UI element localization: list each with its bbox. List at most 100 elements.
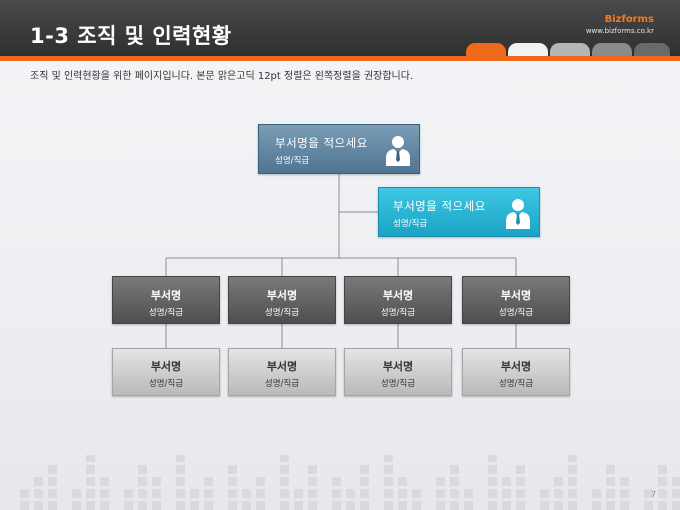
equalizer-block (488, 465, 497, 474)
header-tab-2 (508, 43, 548, 56)
member-node-sub: 성명/직급 (498, 379, 534, 389)
equalizer-block (516, 465, 525, 474)
equalizer-block (280, 489, 289, 498)
equalizer-block (86, 455, 95, 462)
equalizer-block (672, 489, 680, 498)
equalizer-block (176, 477, 185, 486)
equalizer-block (658, 477, 667, 486)
brand-name: Bizforms (604, 14, 654, 25)
member-node: 부서명 성명/직급 (228, 348, 336, 396)
equalizer-block (256, 501, 265, 510)
equalizer-block (450, 489, 459, 498)
equalizer-block (332, 501, 341, 510)
dept-node-name: 부서명 (500, 289, 532, 302)
equalizer-block (138, 477, 147, 486)
equalizer-block (280, 465, 289, 474)
dept-node: 부서명 성명/직급 (112, 276, 220, 324)
brand-logo: Bizforms www.bizforms.co.kr (586, 14, 654, 36)
equalizer-block (620, 477, 629, 486)
equalizer-block (398, 489, 407, 498)
dept-node: 부서명 성명/직급 (228, 276, 336, 324)
equalizer-block (360, 489, 369, 498)
equalizer-block (346, 501, 355, 510)
equalizer-block (124, 489, 133, 498)
accent-bar (0, 56, 680, 61)
assistant-node-name: 부서명을 적으세요 (393, 199, 486, 213)
equalizer-block (72, 501, 81, 510)
equalizer-block (606, 501, 615, 510)
equalizer-block (620, 489, 629, 498)
equalizer-block (228, 465, 237, 474)
equalizer-block (86, 489, 95, 498)
equalizer-block (488, 477, 497, 486)
member-node: 부서명 성명/직급 (112, 348, 220, 396)
equalizer-block (502, 501, 511, 510)
member-node-sub: 성명/직급 (264, 379, 300, 389)
member-node-name: 부서명 (500, 360, 532, 373)
equalizer-block (360, 477, 369, 486)
member-node-name: 부서명 (150, 360, 182, 373)
equalizer-block (152, 477, 161, 486)
equalizer-block (34, 489, 43, 498)
equalizer-block (592, 501, 601, 510)
equalizer-block (332, 489, 341, 498)
equalizer-block (658, 501, 667, 510)
equalizer-block (308, 489, 317, 498)
equalizer-block (488, 455, 497, 462)
member-node-name: 부서명 (382, 360, 414, 373)
person-icon (506, 199, 530, 229)
equalizer-block (568, 489, 577, 498)
top-node-sub: 성명/직급 (275, 156, 310, 166)
equalizer-block (86, 477, 95, 486)
decorative-equalizer (20, 455, 680, 510)
equalizer-block (204, 501, 213, 510)
dept-node-sub: 성명/직급 (498, 308, 534, 318)
equalizer-block (360, 465, 369, 474)
equalizer-block (384, 501, 393, 510)
equalizer-block (620, 501, 629, 510)
equalizer-block (190, 489, 199, 498)
dept-node-name: 부서명 (382, 289, 414, 302)
page-number: 7 (651, 490, 657, 499)
equalizer-block (488, 489, 497, 498)
header-tab-1 (466, 43, 506, 56)
equalizer-block (464, 489, 473, 498)
assistant-node: 부서명을 적으세요 성명/직급 (378, 187, 540, 237)
equalizer-block (48, 477, 57, 486)
equalizer-block (138, 501, 147, 510)
dept-node-sub: 성명/직급 (264, 308, 300, 318)
equalizer-block (256, 489, 265, 498)
equalizer-block (360, 501, 369, 510)
equalizer-block (48, 489, 57, 498)
brand-url: www.bizforms.co.kr (585, 27, 654, 35)
equalizer-block (242, 501, 251, 510)
equalizer-block (540, 501, 549, 510)
equalizer-block (190, 501, 199, 510)
equalizer-block (228, 477, 237, 486)
equalizer-block (204, 489, 213, 498)
assistant-node-sub: 성명/직급 (393, 219, 428, 229)
equalizer-block (384, 489, 393, 498)
equalizer-block (228, 489, 237, 498)
equalizer-block (100, 477, 109, 486)
equalizer-block (398, 501, 407, 510)
page-title: 1-3 조직 및 인력현황 (30, 24, 232, 48)
equalizer-block (672, 501, 680, 510)
dept-node: 부서명 성명/직급 (462, 276, 570, 324)
equalizer-block (48, 465, 57, 474)
equalizer-block (436, 501, 445, 510)
equalizer-block (280, 501, 289, 510)
member-node-sub: 성명/직급 (380, 379, 416, 389)
equalizer-block (346, 489, 355, 498)
equalizer-block (280, 477, 289, 486)
equalizer-block (242, 489, 251, 498)
equalizer-block (592, 489, 601, 498)
equalizer-block (176, 455, 185, 462)
equalizer-block (86, 465, 95, 474)
equalizer-block (644, 501, 653, 510)
header-tab-3 (550, 43, 590, 56)
equalizer-block (568, 477, 577, 486)
equalizer-block (606, 489, 615, 498)
equalizer-block (20, 501, 29, 510)
equalizer-block (516, 477, 525, 486)
